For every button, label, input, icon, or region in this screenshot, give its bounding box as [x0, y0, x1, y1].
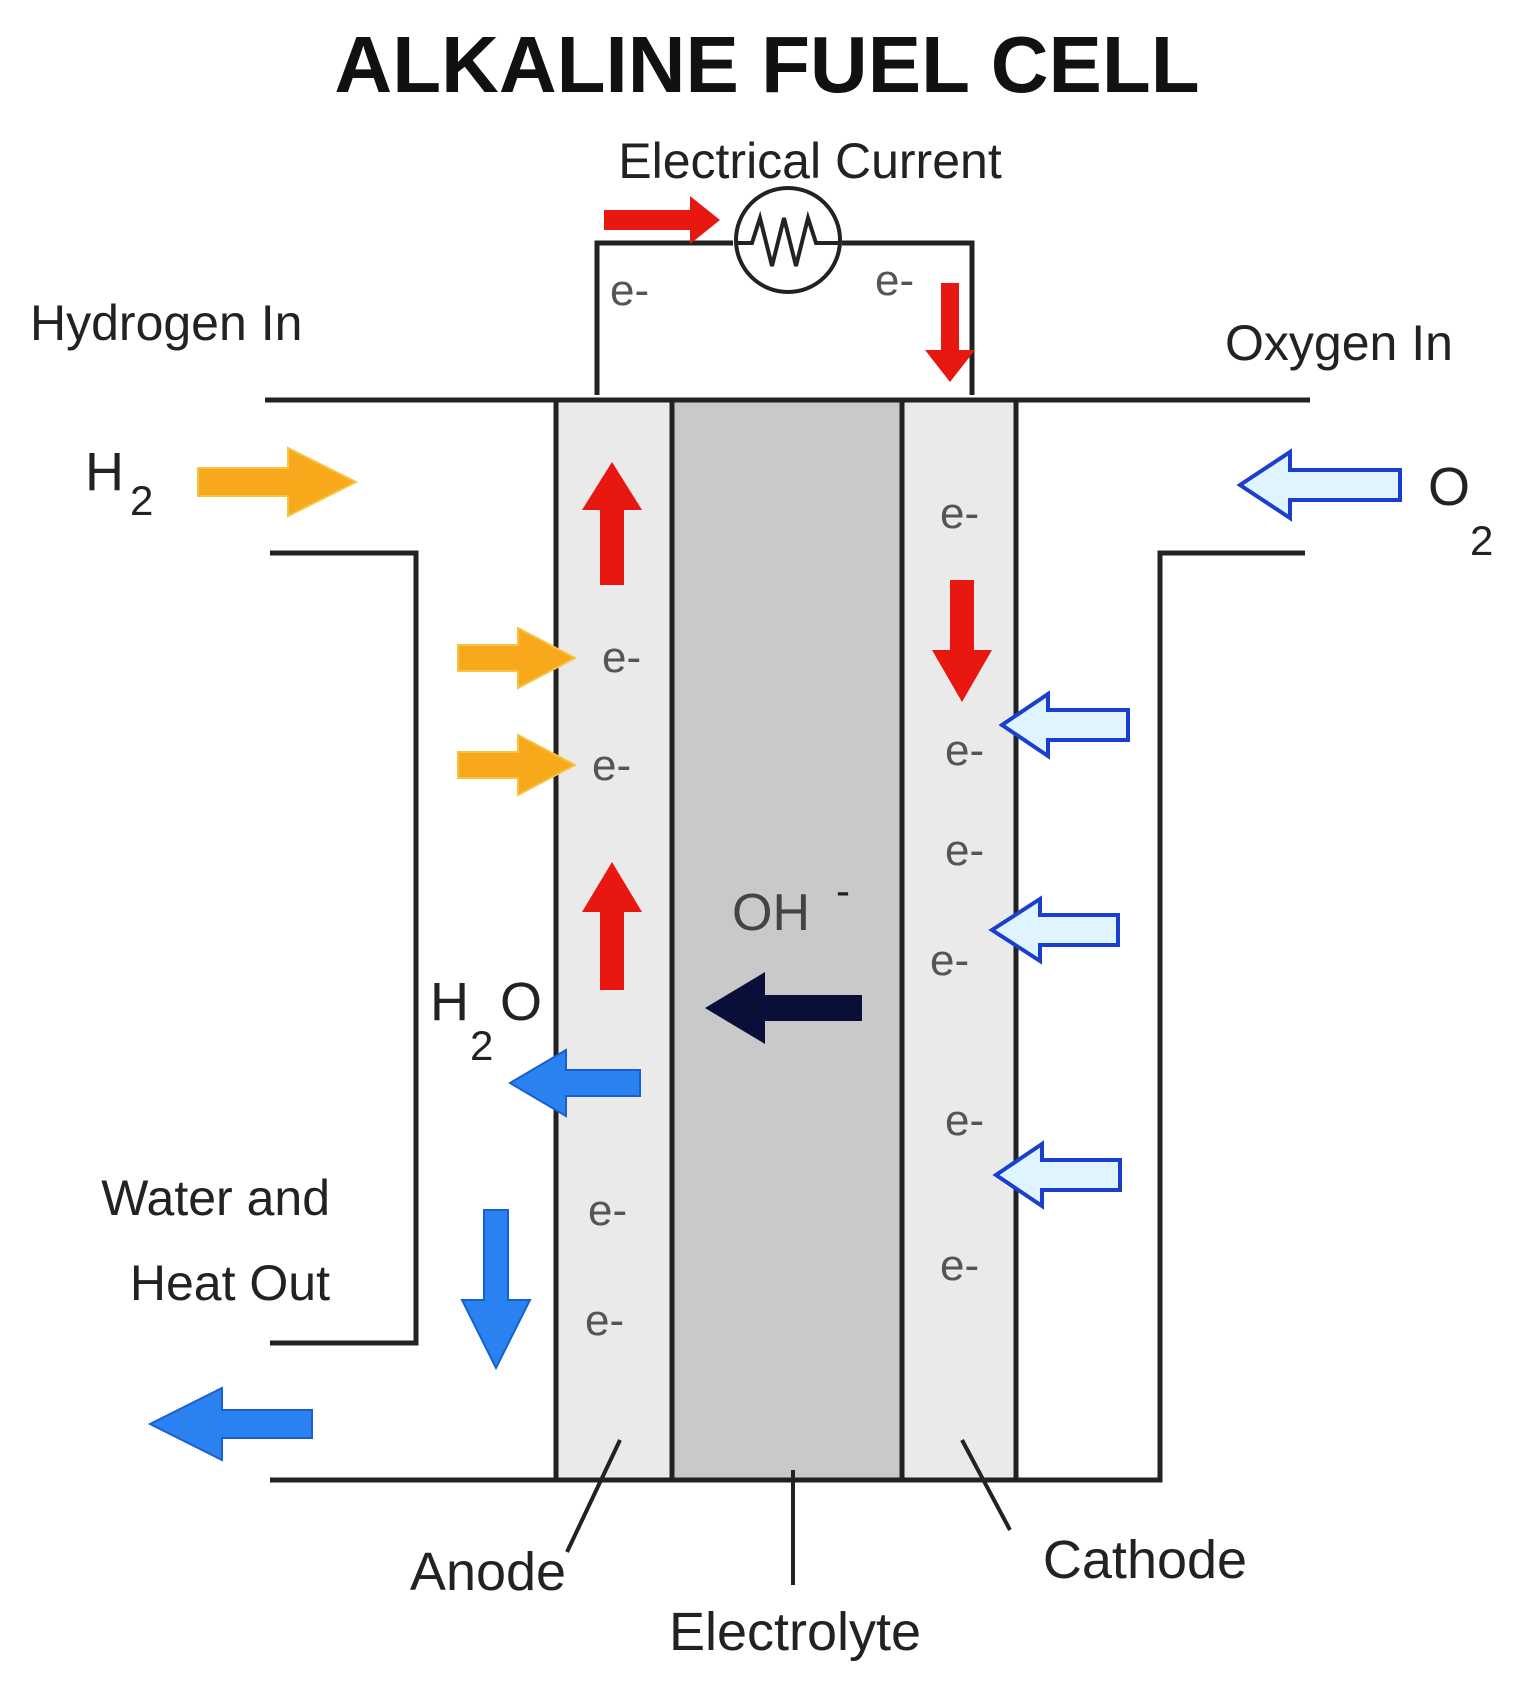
anode-label: Anode	[410, 1542, 566, 1602]
svg-text:O: O	[500, 972, 542, 1032]
hydrogen-arrow	[457, 626, 578, 690]
water-out-arrow	[147, 1386, 313, 1462]
electron-label: e-	[940, 1241, 979, 1290]
electron-label: e-	[945, 726, 984, 775]
hydrogen-in-label: Hydrogen In	[30, 295, 302, 351]
hydroxide-ion-label: OH -	[732, 867, 850, 942]
h2o-formula: H 2 O	[430, 972, 542, 1069]
external-circuit-wire-right	[842, 240, 975, 395]
electron-flow-arrow	[925, 283, 975, 382]
electron-flow-arrow	[604, 196, 720, 244]
electron-label: e-	[875, 256, 914, 305]
hydroxide-flow-arrow	[705, 972, 862, 1044]
electrical-current-label: Electrical Current	[618, 133, 1002, 189]
svg-text:OH: OH	[732, 884, 810, 942]
cathode-label: Cathode	[1043, 1530, 1247, 1590]
hydrogen-inflow-arrow	[197, 446, 359, 518]
oxygen-inflow-arrow	[1236, 448, 1402, 522]
oxygen-arrow	[988, 895, 1120, 965]
electron-label: e-	[585, 1296, 624, 1345]
electron-label: e-	[945, 1096, 984, 1145]
svg-text:2: 2	[130, 477, 153, 524]
electrolyte-label: Electrolyte	[669, 1602, 921, 1662]
electron-label: e-	[588, 1186, 627, 1235]
o2-formula: O 2	[1428, 457, 1493, 564]
water-arrow	[508, 1048, 641, 1118]
hydrogen-arrow	[457, 733, 578, 797]
water-heat-out-label: Water and	[101, 1170, 330, 1226]
electron-label: e-	[602, 633, 641, 682]
h2-formula: H 2	[85, 442, 153, 524]
svg-text:2: 2	[1470, 517, 1493, 564]
electron-flow-arrow	[932, 580, 992, 702]
cathode-leader-line	[960, 1439, 1012, 1531]
svg-text:H: H	[85, 442, 124, 502]
electron-flow-arrow	[582, 862, 642, 990]
electron-label: e-	[930, 936, 969, 985]
electron-label: e-	[592, 741, 631, 790]
diagram-title: ALKALINE FUEL CELL	[334, 20, 1199, 109]
oxygen-arrow	[998, 690, 1130, 760]
electron-label: e-	[945, 826, 984, 875]
svg-text:H: H	[430, 972, 469, 1032]
load-resistor-icon	[734, 186, 842, 294]
svg-text:-: -	[836, 867, 850, 914]
electron-flow-arrow	[582, 462, 642, 585]
external-circuit-wire	[594, 240, 733, 395]
water-heat-out-label: Heat Out	[130, 1255, 330, 1311]
oxygen-in-label: Oxygen In	[1225, 315, 1453, 371]
oxygen-arrow	[992, 1140, 1122, 1210]
electron-label: e-	[610, 266, 649, 315]
svg-text:2: 2	[470, 1022, 493, 1069]
anode-leader-line	[565, 1439, 622, 1553]
svg-text:O: O	[1428, 457, 1470, 517]
electron-label: e-	[940, 489, 979, 538]
electrolyte-region	[669, 397, 905, 1483]
left-inner-wall	[270, 550, 419, 1346]
water-down-arrow	[460, 1209, 532, 1371]
